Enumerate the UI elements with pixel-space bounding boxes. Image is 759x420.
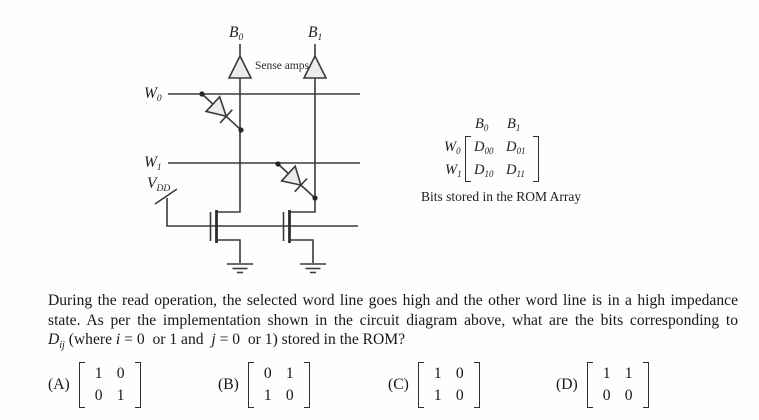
junction-dot [275, 161, 281, 167]
bitline-b1-label: B1 [308, 24, 323, 43]
answer-label: (C) [388, 376, 409, 393]
diode-triangle-icon [204, 95, 228, 118]
nmos-transistor-b1 [282, 210, 314, 263]
nmos-transistor-b0 [209, 210, 241, 263]
rom-col-b0: B0 [475, 116, 489, 133]
matrix-bracket-right [642, 362, 649, 408]
wordline-w0-label: W0 [144, 85, 162, 104]
rom-cell-d01: D01 [506, 139, 526, 156]
matrix-bracket-left [78, 362, 85, 408]
wordline-w1-label: W1 [144, 154, 162, 173]
rom-matrix-caption: Bits stored in the ROM Array [421, 189, 582, 204]
rom-cell-d11: D11 [506, 162, 525, 179]
matrix-bracket-right [134, 362, 141, 408]
source-wire [290, 239, 314, 263]
diode-triangle-icon [280, 164, 303, 187]
ground-icon-b0 [227, 263, 253, 274]
question-line-2: state. As per the implementation shown i… [48, 312, 738, 329]
diode-cell-w0-b0 [199, 91, 244, 133]
diode-cathode-bar [294, 177, 308, 193]
junction-dot [199, 91, 205, 97]
rom-cell-d10: D10 [474, 162, 494, 179]
var-i: i [115, 331, 121, 348]
formula-d: D [48, 331, 60, 348]
bitline-b1-wire [290, 44, 316, 213]
formula-d-sub: ij [59, 340, 65, 351]
matrix-bracket-left [247, 362, 254, 408]
sense-amps-label: Sense amps [255, 60, 309, 72]
junction-dot [238, 127, 244, 133]
vdd-gate-wire [166, 198, 358, 227]
rom-cell-d00: D00 [474, 139, 494, 156]
sense-amp-icon-b1 [302, 54, 328, 79]
matrix-bracket-left [465, 136, 471, 182]
matrix-bracket-right [473, 362, 480, 408]
matrix-bracket-left [586, 362, 593, 408]
junction-dot [312, 195, 318, 201]
answer-label: (B) [218, 376, 239, 393]
sense-amp-icon-b0 [227, 54, 253, 79]
rom-row-w0: W0 [444, 139, 461, 156]
bitline-b0-label: B0 [229, 24, 244, 43]
question-line-1: During the read operation, the selected … [48, 292, 738, 309]
rom-matrix: B0 B1 W0 W1 D00 D01 D10 D11 [440, 112, 600, 192]
var-j: j [211, 331, 216, 348]
matrix-bracket-right [303, 362, 310, 408]
question-line-3: Dij (where i = 0 or 1 and j = 0 or 1) st… [48, 331, 406, 351]
bitline-b0-wire [217, 44, 241, 213]
rom-circuit-diagram [154, 44, 360, 274]
matrix-bracket-right [533, 136, 539, 182]
rom-col-b1: B1 [507, 116, 521, 133]
vdd-slash-icon [154, 188, 178, 205]
diode-cell-w1-b1 [275, 161, 318, 201]
ground-icon-b1 [300, 263, 326, 274]
source-wire [217, 239, 241, 263]
diode-cathode-bar [219, 109, 233, 124]
answer-label: (A) [48, 376, 70, 393]
rom-row-w1: W1 [445, 162, 462, 179]
matrix-bracket-left [417, 362, 424, 408]
answer-label: (D) [556, 376, 578, 393]
vdd-label: VDD [147, 175, 171, 194]
